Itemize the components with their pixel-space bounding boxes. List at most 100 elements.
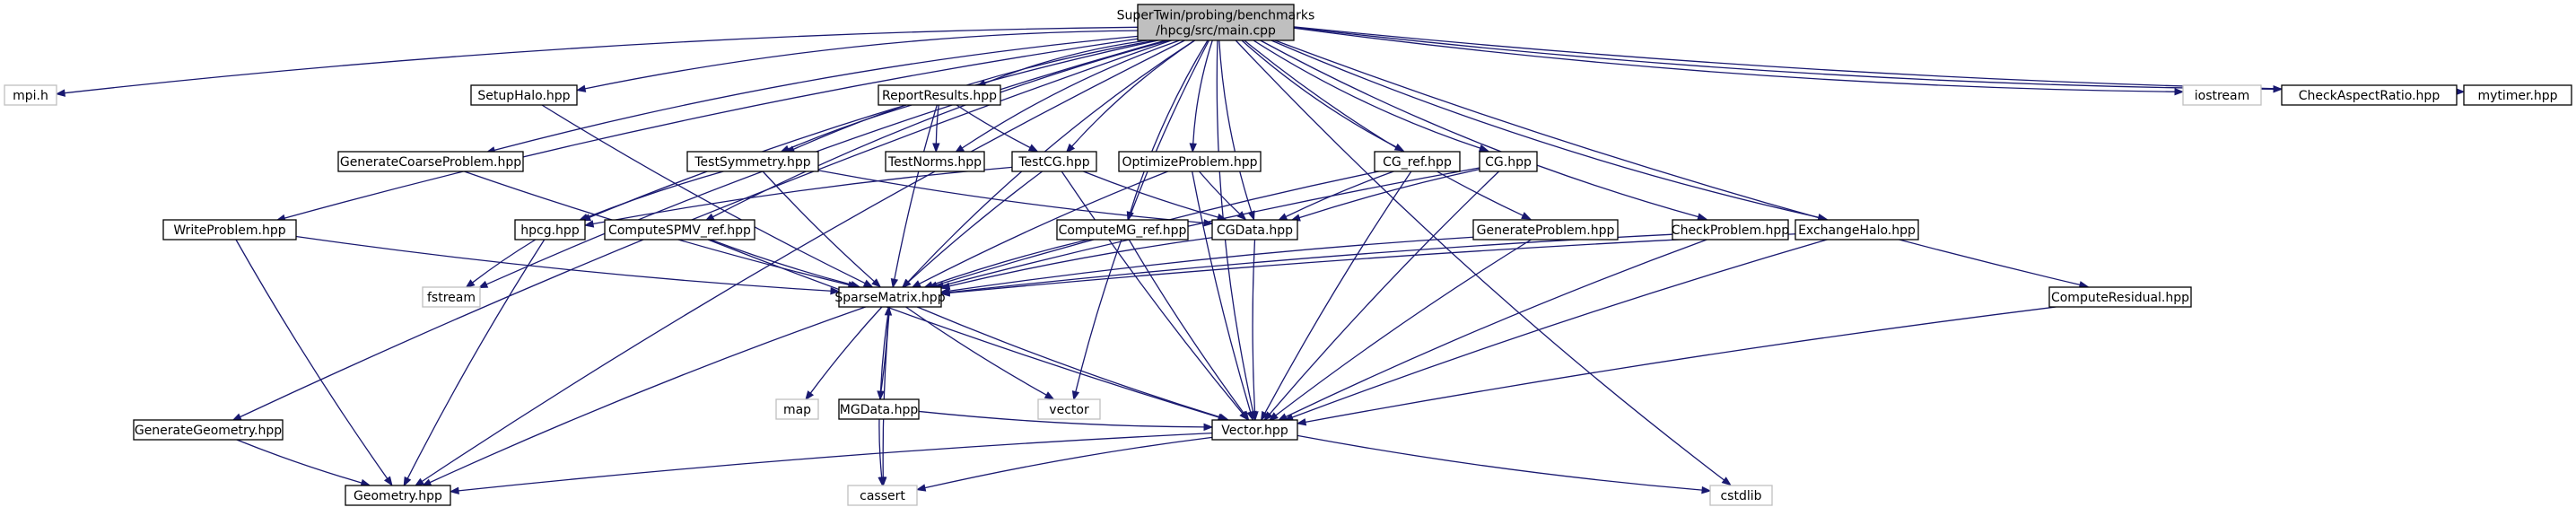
node-mgref[interactable]: ComputeMG_ref.hpp [1056, 219, 1189, 241]
edge-line [788, 104, 913, 150]
arrowhead [915, 484, 927, 492]
edge-main-to-checkaspect [1293, 26, 2283, 93]
node-box [1472, 219, 1619, 241]
arrowhead [805, 390, 815, 401]
node-setuphalo[interactable]: SetupHalo.hpp [470, 84, 578, 106]
edge-testsymmetry-to-sparsematrix [762, 171, 882, 288]
node-cg[interactable]: CG.hpp [1479, 151, 1538, 172]
node-testcg[interactable]: TestCG.hpp [1011, 151, 1097, 172]
edge-line [942, 167, 1480, 286]
edge-cgdata-to-vectorhpp [1251, 239, 1259, 422]
node-vectorhpp[interactable]: Vector.hpp [1211, 419, 1298, 441]
edge-line [1269, 171, 1500, 415]
arrowhead [1701, 485, 1712, 494]
node-box [514, 219, 586, 241]
arrowhead [1027, 144, 1039, 153]
edge-line [1260, 39, 1699, 218]
node-main[interactable]: SuperTwin/probing/benchmarks/hpcg/src/ma… [1117, 4, 1315, 41]
node-spmvref[interactable]: ComputeSPMV_ref.hpp [604, 219, 755, 241]
edge-line [284, 38, 1139, 219]
node-reportresults[interactable]: ReportResults.hpp [878, 84, 1001, 106]
edge-main-to-cgref [1241, 39, 1405, 152]
node-box [337, 151, 524, 172]
edge-line [1083, 171, 1218, 218]
arrowhead [1260, 410, 1269, 422]
node-mgdata[interactable]: MGData.hpp [838, 398, 920, 420]
node-box [345, 485, 451, 506]
node-mytimer[interactable]: mytimer.hpp [2463, 84, 2572, 106]
edge-main-to-genproblem [1244, 39, 1532, 220]
edge-line [707, 239, 1219, 418]
arrowhead [1043, 391, 1055, 400]
node-box [470, 84, 578, 106]
node-cgdata[interactable]: CGData.hpp [1211, 219, 1298, 241]
node-box [1056, 219, 1189, 241]
node-computeresidual[interactable]: ComputeResidual.hpp [2048, 286, 2192, 308]
arrowhead [939, 282, 951, 290]
edge-line [916, 306, 1221, 418]
arrowhead [1478, 144, 1489, 152]
node-gencoarse[interactable]: GenerateCoarseProblem.hpp [337, 151, 524, 172]
edge-cg-to-vectorhpp [1263, 171, 1500, 422]
arrowhead [890, 277, 899, 289]
node-box [1479, 151, 1538, 172]
node-genproblem[interactable]: GenerateProblem.hpp [1472, 219, 1619, 241]
edge-line [1271, 39, 1820, 218]
edge-line [1128, 239, 1244, 414]
node-cgref[interactable]: CG_ref.hpp [1374, 151, 1461, 172]
node-box [847, 485, 918, 506]
node-optimize[interactable]: OptimizeProblem.hpp [1118, 151, 1262, 172]
edge-sparsematrix-to-mgdata [877, 306, 890, 401]
node-geometry[interactable]: Geometry.hpp [345, 485, 451, 506]
node-sparsematrix[interactable]: SparseMatrix.hpp [834, 286, 946, 308]
edge-reportresults-to-testnorms [932, 104, 940, 153]
edge-line [918, 410, 1205, 428]
arrowhead [403, 476, 412, 487]
edge-line [295, 235, 832, 292]
arrowhead [878, 477, 886, 487]
edge-line [1293, 27, 2176, 92]
arrowhead [1236, 211, 1247, 221]
node-testnorms[interactable]: TestNorms.hpp [885, 151, 985, 172]
edge-vectorhpp-to-cstdlib [1297, 434, 1712, 494]
edge-line [1275, 239, 1532, 416]
arrowhead [1296, 418, 1307, 426]
edge-line [762, 171, 875, 283]
node-testsymmetry[interactable]: TestSymmetry.hpp [686, 151, 819, 172]
arrowhead [871, 278, 882, 288]
edge-main-to-reportresults [975, 39, 1148, 87]
node-label: CGData.hpp [1217, 223, 1293, 238]
edge-optimize-to-cgdata [1198, 171, 1247, 221]
node-label: SparseMatrix.hpp [834, 291, 945, 305]
edge-line [1305, 306, 2056, 423]
node-checkaspect[interactable]: CheckAspectRatio.hpp [2281, 84, 2458, 106]
node-box [1137, 4, 1295, 41]
edge-main-to-cstdlib [1235, 39, 1732, 486]
edge-line [956, 104, 1031, 149]
arrowhead [901, 278, 912, 289]
edge-spmvref-to-vectorhpp [707, 239, 1228, 421]
node-checkproblem[interactable]: CheckProblem.hpp [1672, 219, 1790, 241]
node-gengeometry[interactable]: GenerateGeometry.hpp [133, 419, 284, 441]
node-mpi: mpi.h [4, 84, 57, 106]
arrowhead [1240, 410, 1250, 421]
edge-main-to-optimize [1189, 39, 1213, 153]
edge-line [1252, 239, 1256, 413]
node-writeproblem[interactable]: WriteProblem.hpp [162, 219, 297, 241]
arrowhead [465, 279, 476, 289]
node-label: mpi.h [13, 89, 48, 103]
node-iostream: iostream [2182, 84, 2262, 106]
edge-line [1293, 26, 2275, 90]
node-box [775, 398, 819, 420]
edge-line [894, 104, 938, 280]
edge-reportresults-to-testsymmetry [779, 104, 913, 153]
node-exchangehalo[interactable]: ExchangeHalo.hpp [1794, 219, 1919, 241]
node-box [1672, 219, 1789, 241]
node-box [838, 398, 920, 420]
edge-main-to-checkproblem [1260, 39, 1707, 221]
arrowhead [1203, 423, 1214, 432]
node-label: ExchangeHalo.hpp [1798, 223, 1916, 238]
edge-line [1198, 171, 1241, 214]
node-hpcg[interactable]: hpcg.hpp [514, 219, 586, 241]
edge-testcg-to-sparsematrix [901, 171, 1043, 289]
